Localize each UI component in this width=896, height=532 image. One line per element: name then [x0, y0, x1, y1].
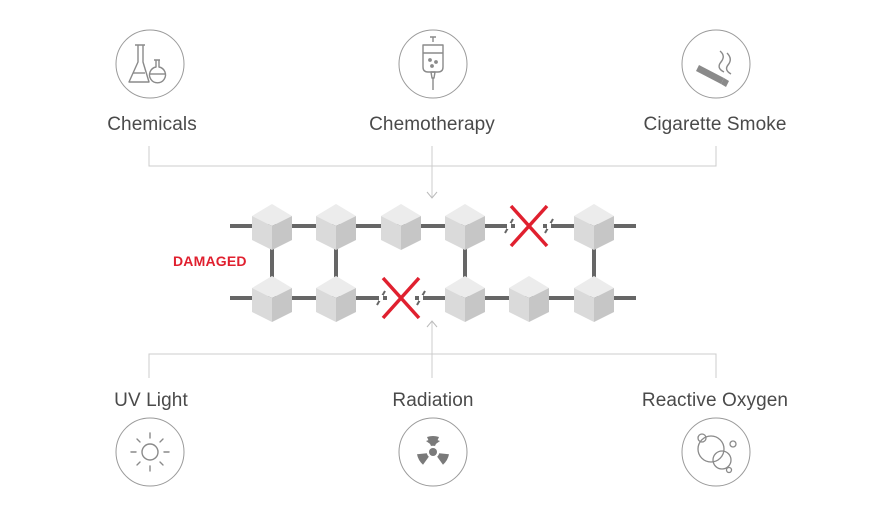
bottom-connectors: [148, 320, 717, 378]
nucleotide-cube: [509, 276, 549, 322]
label-cigarette-smoke: Cigarette Smoke: [643, 114, 787, 135]
label-radiation: Radiation: [392, 390, 474, 411]
iv-bag-icon: [422, 36, 444, 90]
damage-x-mark: [509, 204, 549, 248]
oxygen-bubbles-icon: [697, 433, 737, 474]
nucleotide-cube: [316, 204, 356, 250]
break-gap: [547, 223, 551, 229]
nucleotide-cube: [574, 276, 614, 322]
nucleotide-cube: [445, 276, 485, 322]
break-gap: [379, 295, 383, 301]
sun-icon: [130, 432, 170, 472]
label-reactive-oxygen: Reactive Oxygen: [641, 390, 789, 411]
break-gap: [507, 223, 511, 229]
label-chemotherapy: Chemotherapy: [369, 114, 495, 135]
dna-ladder: [230, 204, 636, 322]
break-gap: [419, 295, 423, 301]
damaged-label: DAMAGED: [173, 253, 247, 269]
top-connectors: [148, 146, 717, 199]
nucleotide-cube: [445, 204, 485, 250]
label-chemicals: Chemicals: [107, 114, 197, 135]
radiation-icon: [417, 435, 449, 465]
nucleotide-cube: [381, 204, 421, 250]
nucleotide-cube: [574, 204, 614, 250]
nucleotide-cube: [252, 276, 292, 322]
nucleotide-cube: [252, 204, 292, 250]
flask-icon: [128, 44, 167, 84]
damage-x-mark: [381, 276, 421, 320]
label-uv-light: UV Light: [114, 390, 188, 411]
cigarette-icon: [696, 50, 732, 87]
nucleotide-cube: [316, 276, 356, 322]
